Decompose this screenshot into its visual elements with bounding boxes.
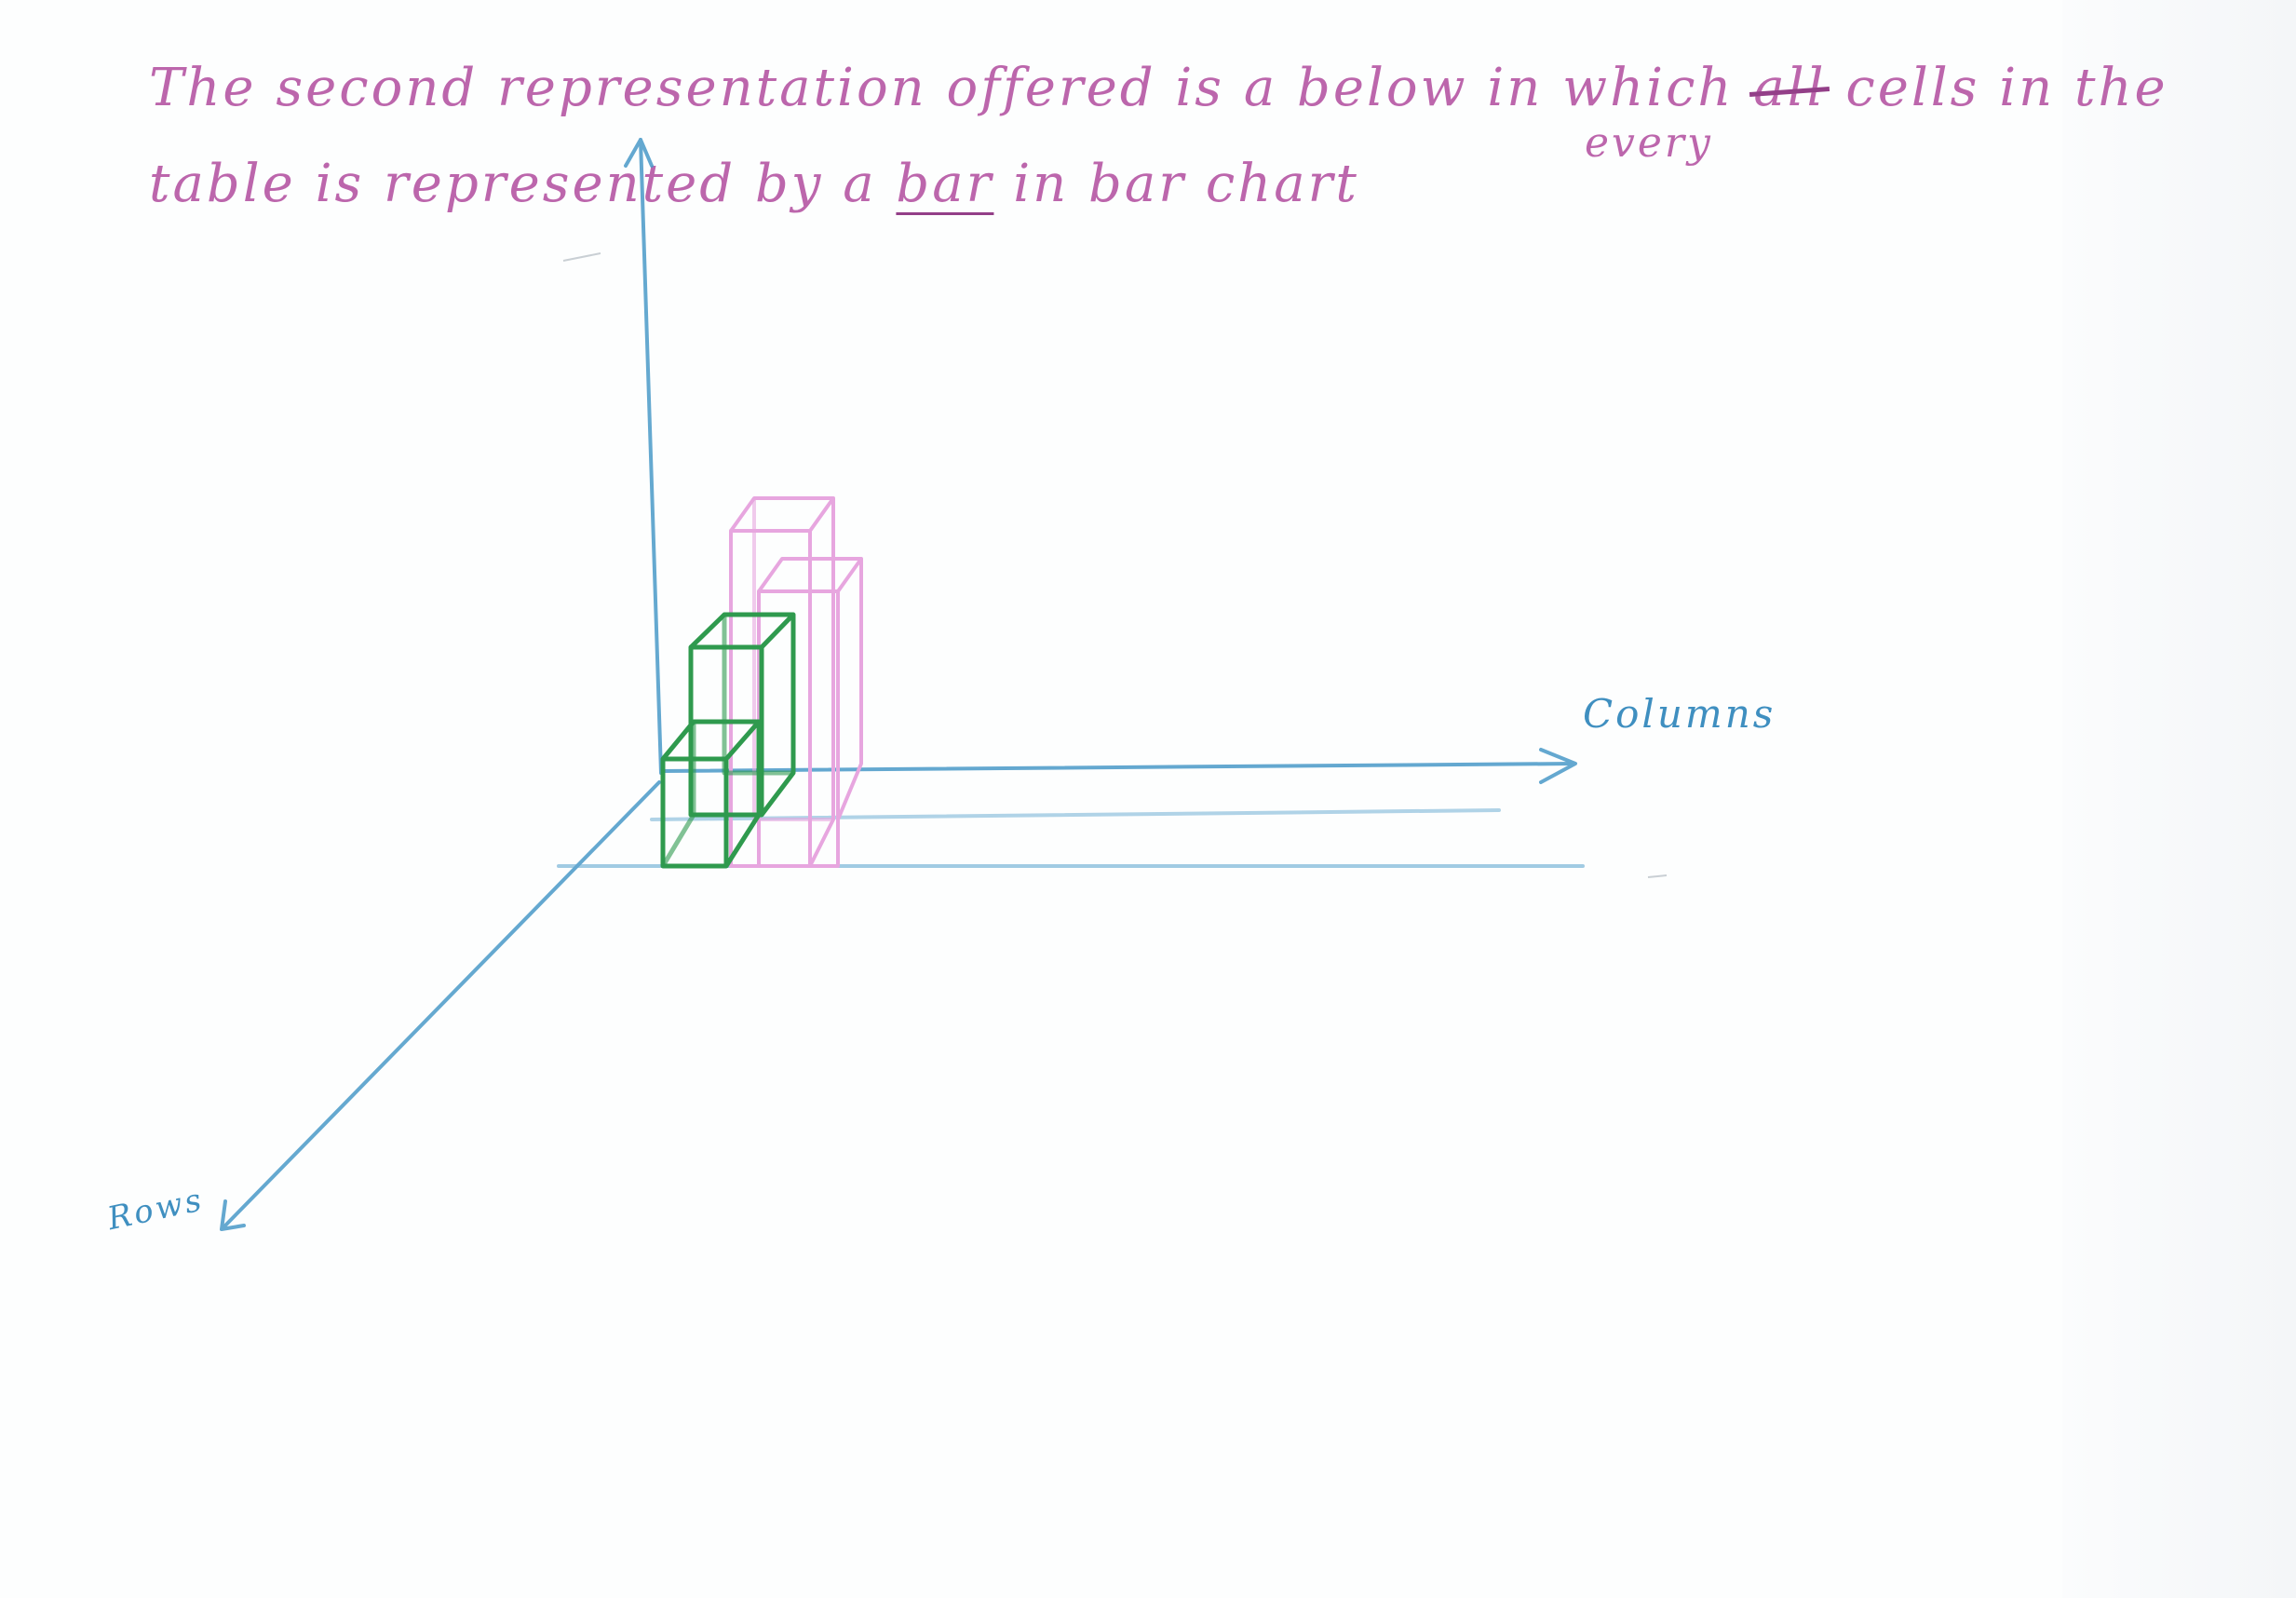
green-bar-tall (688, 612, 796, 818)
caption-line-2-end: in bar chart (993, 154, 1359, 214)
vertical-axis (639, 138, 663, 775)
caption-line-1-end: cells in the (1826, 58, 2168, 118)
front-bars (660, 612, 796, 869)
struck-word: all (1753, 58, 1827, 118)
caption-line-1: The second representation offered is a b… (149, 58, 2168, 118)
columns-axis (659, 762, 1575, 773)
back-bars (729, 496, 863, 868)
underlined-word: bar (896, 154, 994, 214)
pink-bar-tall (729, 496, 835, 868)
scan-edge (2062, 0, 2296, 1598)
green-bar-short (660, 719, 762, 869)
axes (220, 138, 1585, 1231)
caption-line-2: table is represented by a bar in bar cha… (149, 154, 1359, 214)
stray-marks (562, 252, 1668, 878)
columns-axis-arrowhead (1539, 748, 1577, 784)
rows-axis-arrowhead (220, 1199, 246, 1231)
caption-line-2-start: table is represented by a (149, 154, 897, 214)
vertical-axis-arrowhead (624, 138, 654, 168)
caption-line-1-start: The second representation offered is a b… (149, 58, 1754, 118)
caption-insert-word: every (1585, 119, 1713, 167)
rows-axis (222, 780, 661, 1229)
columns-axis-label: Columns (1583, 691, 1776, 737)
